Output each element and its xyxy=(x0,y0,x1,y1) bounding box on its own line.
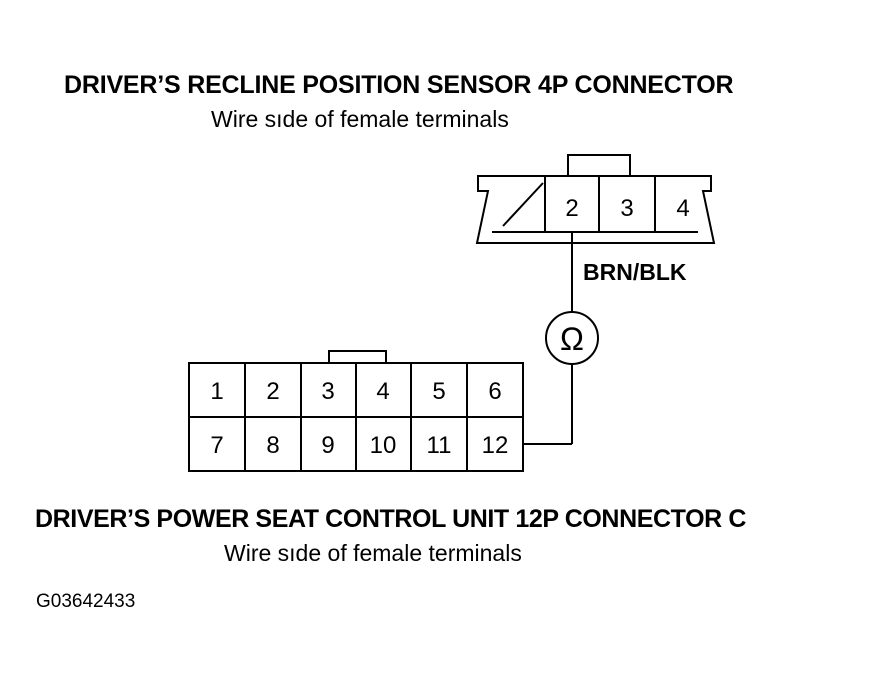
sensor-connector-subtitle: Wire sıde of female terminals xyxy=(211,106,509,132)
empty-terminal-slash xyxy=(502,182,544,227)
sensor-connector xyxy=(475,154,716,244)
sensor-connector-housing xyxy=(475,175,716,244)
sensor-terminal-2: 2 xyxy=(565,195,578,222)
sensor-connector-lock-tab xyxy=(567,154,631,177)
cu-terminal-8: 8 xyxy=(266,432,279,459)
sensor-terminal-3: 3 xyxy=(620,195,633,222)
cu-terminal-2: 2 xyxy=(266,378,279,405)
cu-terminal-5: 5 xyxy=(432,378,445,405)
control-unit-subtitle: Wire sıde of female terminals xyxy=(224,540,522,566)
control-unit-terminal-labels: 1 2 3 4 5 6 7 8 9 10 11 12 xyxy=(210,378,508,459)
wire-color-label: BRN/BLK xyxy=(583,259,687,285)
cu-terminal-4: 4 xyxy=(376,378,389,405)
figure-id: G03642433 xyxy=(36,591,136,612)
ohm-symbol: Ω xyxy=(560,321,584,357)
cu-terminal-9: 9 xyxy=(321,432,334,459)
control-unit-lock-tab xyxy=(328,350,387,364)
control-unit-title: DRIVER’S POWER SEAT CONTROL UNIT 12P CON… xyxy=(35,505,746,533)
cu-terminal-6: 6 xyxy=(488,378,501,405)
sensor-connector-title: DRIVER’S RECLINE POSITION SENSOR 4P CONN… xyxy=(64,71,734,99)
control-unit-connector xyxy=(188,350,524,472)
cu-terminal-3: 3 xyxy=(321,378,334,405)
test-wire xyxy=(523,232,573,445)
cu-terminal-10: 10 xyxy=(370,432,397,459)
cu-terminal-1: 1 xyxy=(210,378,223,405)
cu-terminal-7: 7 xyxy=(210,432,223,459)
sensor-terminal-labels: 2 3 4 xyxy=(565,195,689,222)
cu-terminal-12: 12 xyxy=(482,432,509,459)
cu-terminal-11: 11 xyxy=(427,432,452,459)
ohmmeter-icon xyxy=(545,311,599,365)
sensor-terminal-4: 4 xyxy=(676,195,689,222)
